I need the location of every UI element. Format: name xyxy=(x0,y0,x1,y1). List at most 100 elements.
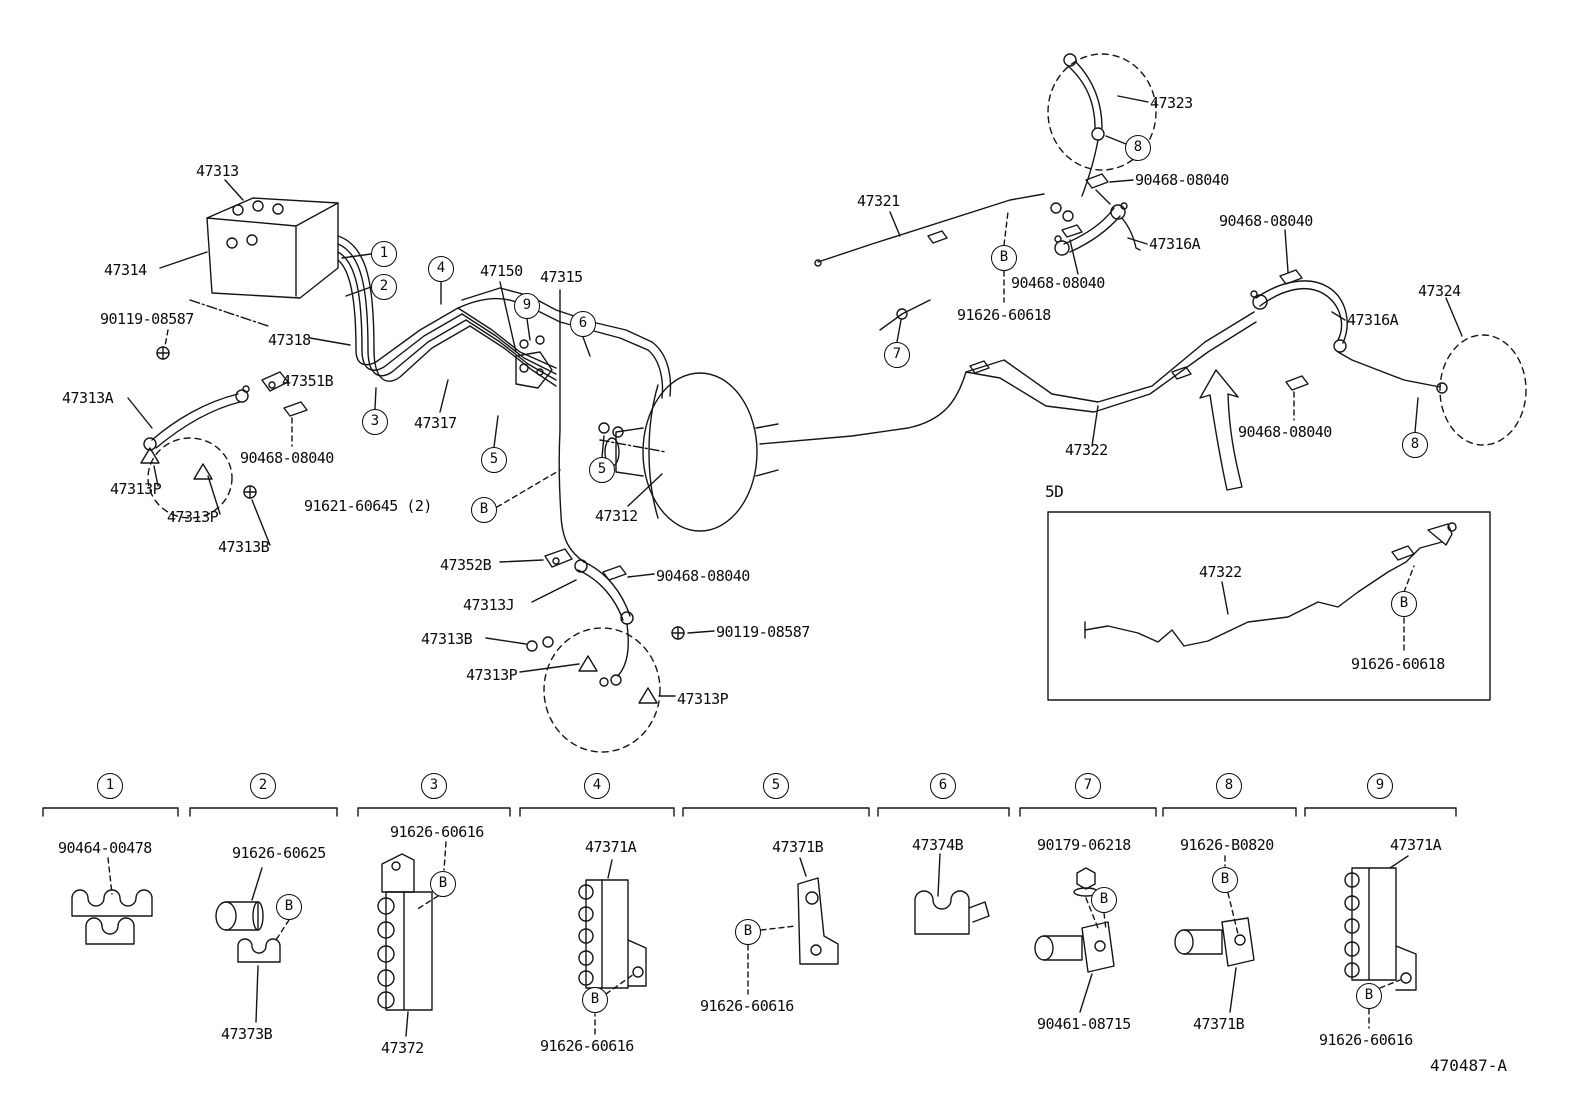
part-label-90119-08587: 90119-08587 xyxy=(716,623,810,641)
part-label-47323: 47323 xyxy=(1150,94,1193,112)
part-label-47313: 47313 xyxy=(196,162,239,180)
part-label-90468-08040: 90468-08040 xyxy=(1011,274,1105,292)
callout-8-right: 8 xyxy=(1402,432,1428,458)
part-label-47316A: 47316A xyxy=(1347,311,1399,329)
callout-8-top: 8 xyxy=(1125,135,1151,161)
legend-num-3: 3 xyxy=(421,773,447,799)
legend-part-90461-08715: 90461-08715 xyxy=(1037,1015,1131,1033)
brake-booster xyxy=(599,372,779,532)
legend-num-9: 9 xyxy=(1367,773,1393,799)
legend-callout-B-3: B xyxy=(430,871,456,897)
part-label-47313A: 47313A xyxy=(62,389,114,407)
legend-icon-6 xyxy=(914,853,990,935)
part-label-47316A: 47316A xyxy=(1149,235,1201,253)
legend-num-7: 7 xyxy=(1075,773,1101,799)
legend-num-6: 6 xyxy=(930,773,956,799)
part-label-47324: 47324 xyxy=(1418,282,1461,300)
legend-icon-4 xyxy=(578,859,647,1035)
legend-part-47371B: 47371B xyxy=(772,838,824,856)
legend-num-2: 2 xyxy=(250,773,276,799)
legend-callout-B-2: B xyxy=(276,894,302,920)
part-label-47322: 47322 xyxy=(1065,441,1108,459)
tube-junction xyxy=(493,281,624,508)
inset-box xyxy=(1047,511,1491,701)
legend-callout-B-7: B xyxy=(1091,887,1117,913)
part-label-47317: 47317 xyxy=(414,414,457,432)
legend-part-47373B: 47373B xyxy=(221,1025,273,1043)
part-label-90468-08040: 90468-08040 xyxy=(1219,212,1313,230)
part-label-47321: 47321 xyxy=(857,192,900,210)
legend-part-91626-60625: 91626-60625 xyxy=(232,844,326,862)
legend-num-5: 5 xyxy=(763,773,789,799)
callout-4: 4 xyxy=(428,256,454,282)
drawing-number: 470487-A xyxy=(1430,1056,1508,1075)
part-label-47318: 47318 xyxy=(268,331,311,349)
legend-icon-9 xyxy=(1344,855,1417,1029)
legend-num-8: 8 xyxy=(1216,773,1242,799)
legend-part-47371B: 47371B xyxy=(1193,1015,1245,1033)
legend-part-90464-00478: 90464-00478 xyxy=(58,839,152,857)
part-label-47150: 47150 xyxy=(480,262,523,280)
inset-tag-5d: 5D xyxy=(1045,482,1064,501)
legend-callout-B-4: B xyxy=(582,987,608,1013)
legend-part-47371A: 47371A xyxy=(585,838,637,856)
legend-callout-B-9: B xyxy=(1356,983,1382,1009)
callout-3: 3 xyxy=(362,409,388,435)
legend-num-4: 4 xyxy=(584,773,610,799)
callout-9: 9 xyxy=(514,293,540,319)
legend-part-47372: 47372 xyxy=(381,1039,424,1057)
legend-brackets xyxy=(42,807,1457,817)
direction-arrow xyxy=(1199,369,1243,491)
legend-callout-B-5: B xyxy=(735,919,761,945)
part-label-47352B: 47352B xyxy=(440,556,492,574)
center-hose-group xyxy=(485,429,715,753)
legend-icon-5 xyxy=(747,857,839,995)
part-label-47322-inset: 47322 xyxy=(1199,563,1242,581)
part-label-91626-60618: 91626-60618 xyxy=(957,306,1051,324)
part-label-90468-08040: 90468-08040 xyxy=(1238,423,1332,441)
part-label-90468-08040: 90468-08040 xyxy=(1135,171,1229,189)
part-label-47315: 47315 xyxy=(540,268,583,286)
callout-B-center: B xyxy=(471,497,497,523)
legend-part-91626-60616: 91626-60616 xyxy=(540,1037,634,1055)
callout-5: 5 xyxy=(481,447,507,473)
legend-icon-1 xyxy=(71,857,153,945)
rear-brake-lines xyxy=(759,193,1257,447)
part-label-47314: 47314 xyxy=(104,261,147,279)
part-label-47313J: 47313J xyxy=(463,596,515,614)
left-hose-group xyxy=(127,371,308,546)
part-label-91621-60645: 91621-60645 (2) xyxy=(304,497,432,515)
part-label-90468-08040: 90468-08040 xyxy=(656,567,750,585)
callout-B-inset: B xyxy=(1391,591,1417,617)
callout-1: 1 xyxy=(371,241,397,267)
legend-part-91626-60616: 91626-60616 xyxy=(1319,1031,1413,1049)
part-label-47313P: 47313P xyxy=(167,508,219,526)
callout-6: 6 xyxy=(570,311,596,337)
callout-7: 7 xyxy=(884,342,910,368)
legend-icon-2 xyxy=(215,867,290,1023)
callout-B-right: B xyxy=(991,245,1017,271)
legend-num-1: 1 xyxy=(97,773,123,799)
part-label-91626-60618-inset: 91626-60618 xyxy=(1351,655,1445,673)
part-label-47312: 47312 xyxy=(595,507,638,525)
right-hose-group xyxy=(1047,53,1527,446)
legend-part-90179-06218: 90179-06218 xyxy=(1037,836,1131,854)
part-label-90119-08587: 90119-08587 xyxy=(100,310,194,328)
legend-icon-3 xyxy=(377,841,447,1037)
part-label-47351B: 47351B xyxy=(282,372,334,390)
legend-part-91626-60616: 91626-60616 xyxy=(390,823,484,841)
callout-5b: 5 xyxy=(589,457,615,483)
part-label-47313B: 47313B xyxy=(421,630,473,648)
legend-part-91626-B0820: 91626-B0820 xyxy=(1180,836,1274,854)
part-label-90468-08040: 90468-08040 xyxy=(240,449,334,467)
callout-2: 2 xyxy=(371,274,397,300)
part-label-47313P: 47313P xyxy=(110,480,162,498)
legend-part-47371A: 47371A xyxy=(1390,836,1442,854)
part-label-47313P: 47313P xyxy=(466,666,518,684)
part-label-47313P: 47313P xyxy=(677,690,729,708)
legend-icon-8 xyxy=(1174,855,1255,1013)
part-label-47313B: 47313B xyxy=(218,538,270,556)
legend-callout-B-8: B xyxy=(1212,867,1238,893)
